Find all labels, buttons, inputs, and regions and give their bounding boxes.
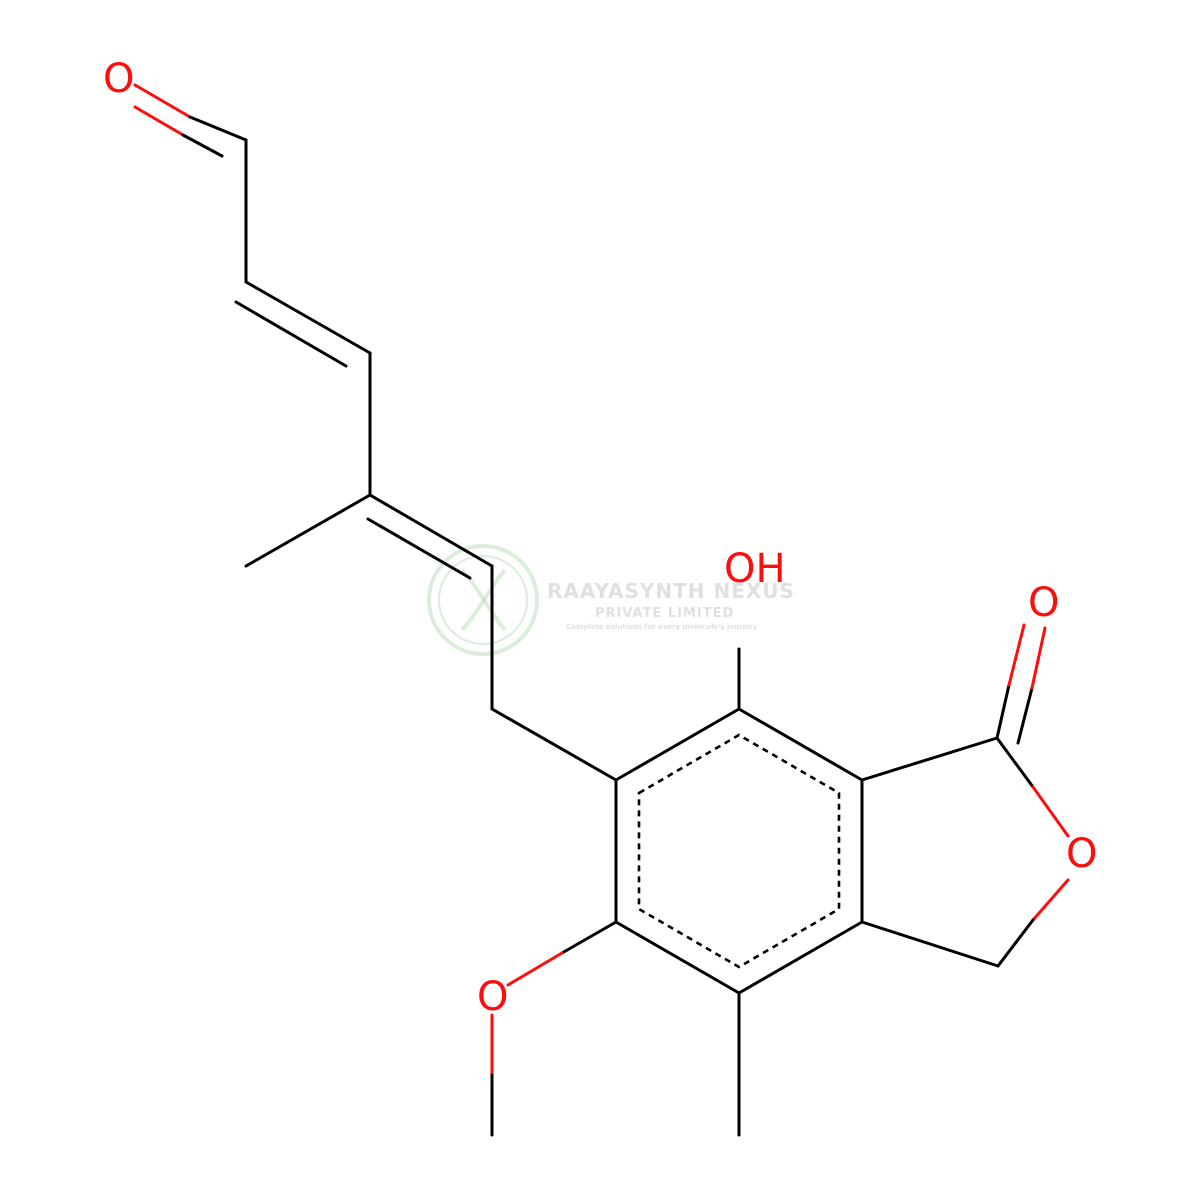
hydroxyl-label: OH [724, 546, 786, 592]
watermark-company: RAAYASYNTH NEXUS [547, 579, 795, 603]
aldehyde-oxygen-label: O [103, 56, 134, 102]
watermark-text-block: RAAYASYNTH NEXUS PRIVATE LIMITED Complet… [547, 579, 795, 631]
atom-labels: O OH O O O [103, 56, 1097, 1020]
watermark-tagline: Complete solutions for every molecule's … [566, 623, 757, 631]
lactone-carbonyl-oxygen-label: O [1028, 580, 1059, 626]
watermark-subtitle: PRIVATE LIMITED [595, 606, 734, 621]
aromatic-ring [614, 707, 864, 995]
side-chain-bonds [133, 83, 618, 782]
ring-oxygen-label: O [1066, 831, 1097, 877]
substituent-bonds [490, 623, 1070, 1137]
methoxy-oxygen-label: O [477, 974, 508, 1020]
